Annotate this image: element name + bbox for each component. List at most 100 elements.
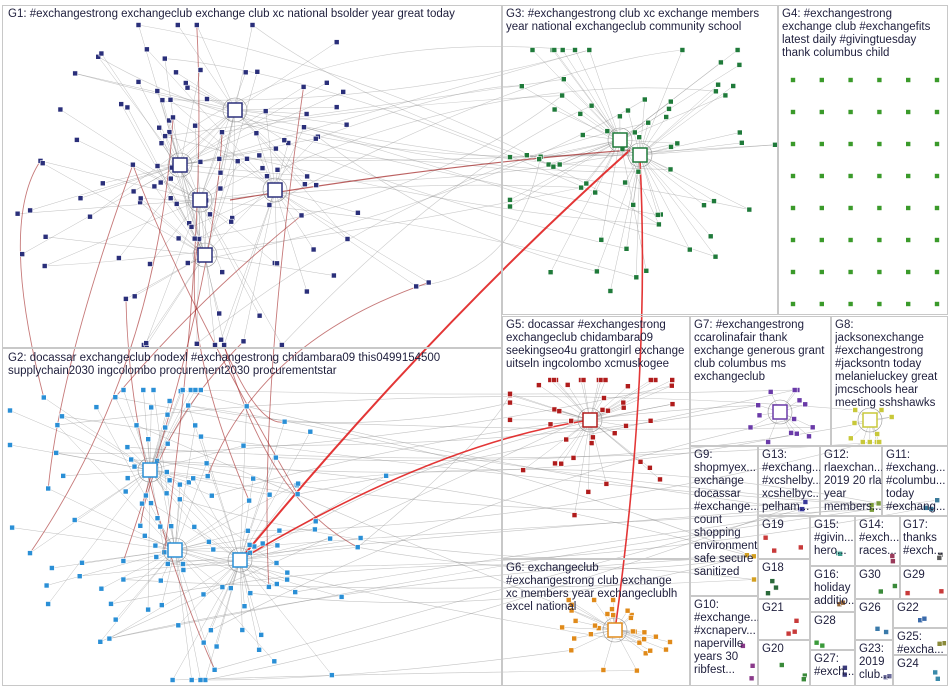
group-box-g25 — [893, 628, 948, 655]
edge — [100, 549, 176, 642]
hub-ring — [137, 457, 163, 483]
edge — [146, 49, 276, 191]
node-g7 — [796, 397, 803, 404]
node-g3 — [666, 106, 672, 112]
edge — [164, 58, 181, 166]
edge — [239, 457, 277, 561]
node-g2 — [79, 559, 85, 566]
edge — [509, 393, 591, 421]
edge — [269, 49, 683, 206]
node-g3 — [579, 132, 586, 138]
edge — [123, 559, 241, 562]
edge — [209, 109, 236, 215]
node-g20 — [778, 662, 785, 668]
edge — [98, 56, 541, 157]
edge — [149, 414, 168, 471]
node-g2 — [54, 422, 61, 428]
edge — [44, 187, 582, 267]
node-g8 — [866, 439, 873, 445]
node-g2 — [152, 542, 159, 549]
node-g3 — [633, 274, 640, 281]
node-g4 — [934, 269, 940, 275]
edge — [61, 416, 151, 471]
node-g1 — [130, 188, 137, 195]
edge — [29, 469, 151, 554]
edge — [118, 109, 236, 259]
node-g5 — [620, 404, 627, 411]
node-g6 — [610, 597, 616, 603]
node-g8 — [888, 414, 895, 420]
edge — [149, 389, 202, 471]
node-g1 — [87, 213, 93, 220]
edge — [177, 24, 236, 111]
node-g5 — [585, 489, 592, 495]
node-g28 — [819, 642, 826, 649]
hub-ring — [857, 407, 883, 433]
node-g3 — [547, 269, 554, 276]
node-g2 — [271, 658, 278, 665]
node-g2 — [120, 558, 127, 564]
edge — [619, 64, 740, 141]
node-g7 — [806, 433, 812, 440]
node-g2 — [40, 394, 47, 401]
edge — [614, 629, 671, 643]
node-g3 — [622, 179, 628, 186]
group-label-g7: G7: #exchangestrong ccarolinafair thank … — [694, 319, 825, 383]
node-g2 — [140, 387, 147, 393]
node-g1 — [217, 169, 224, 176]
edge — [57, 396, 856, 426]
node-g26 — [883, 629, 889, 635]
node-g1 — [331, 272, 337, 279]
node-g1 — [312, 135, 319, 142]
node-g3 — [583, 180, 590, 187]
node-g6 — [568, 601, 575, 608]
edge — [174, 483, 299, 551]
hub-node-g8 — [862, 412, 878, 428]
node-g5 — [551, 377, 557, 383]
hub-ring — [222, 97, 248, 123]
edge — [596, 154, 641, 272]
node-g1 — [273, 145, 279, 152]
node-g1 — [242, 69, 249, 76]
node-g4 — [818, 269, 825, 275]
node-g2 — [246, 497, 252, 504]
edge — [194, 46, 576, 126]
edge — [315, 85, 522, 140]
node-g1 — [166, 129, 173, 135]
node-g1 — [344, 236, 351, 242]
node-g1 — [184, 84, 191, 91]
edge — [156, 460, 176, 551]
node-g2 — [112, 394, 119, 401]
node-g3 — [715, 81, 721, 88]
edge — [509, 139, 621, 207]
node-g2 — [186, 479, 192, 486]
node-g2 — [284, 576, 290, 583]
edge — [30, 164, 181, 211]
node-g1 — [228, 218, 234, 225]
node-g1 — [216, 156, 223, 162]
node-g2 — [198, 387, 204, 393]
node-g4 — [847, 301, 854, 307]
edge — [147, 469, 151, 610]
edge — [196, 122, 649, 345]
node-g2 — [307, 428, 314, 435]
node-g1 — [154, 163, 161, 169]
hub-ring — [767, 399, 793, 425]
node-g1 — [154, 88, 161, 94]
node-g2 — [213, 643, 220, 650]
group-label-g18: G18 — [762, 562, 784, 574]
node-g1 — [192, 122, 198, 129]
node-g9 — [750, 553, 757, 560]
node-g1 — [143, 340, 149, 346]
edge — [614, 159, 644, 631]
group-box-g11 — [882, 446, 948, 516]
group-box-g26 — [855, 599, 893, 640]
node-g2 — [209, 492, 215, 499]
node-g4 — [847, 77, 854, 83]
node-g2 — [108, 601, 114, 607]
node-g1 — [264, 173, 270, 179]
node-g3 — [598, 237, 605, 243]
node-g2 — [273, 560, 280, 566]
node-g13 — [802, 499, 809, 505]
node-g4 — [876, 301, 883, 307]
